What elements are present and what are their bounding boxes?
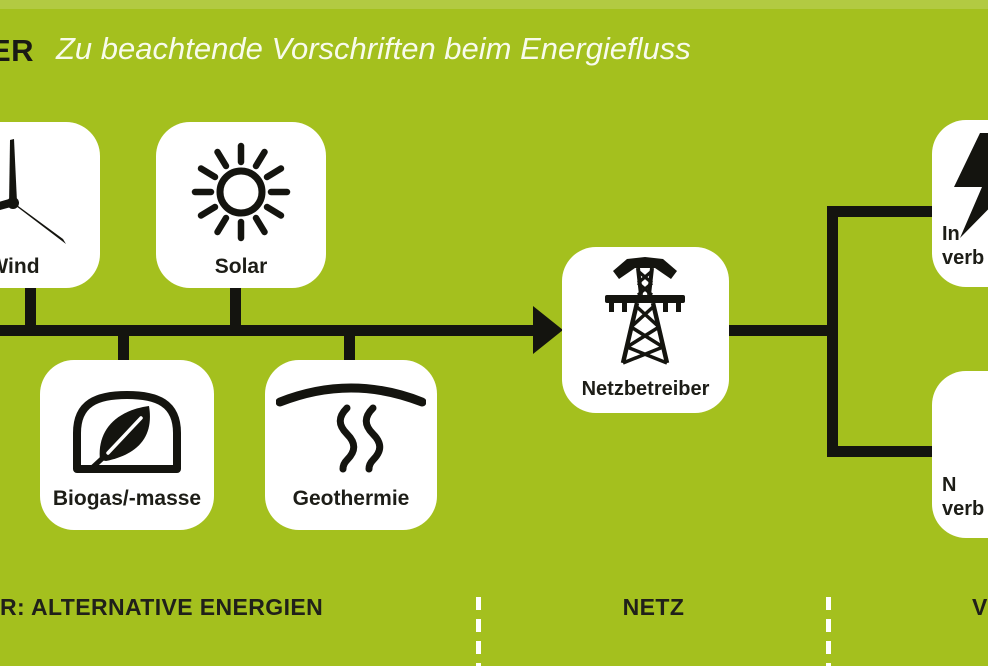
wind-turbine-icon <box>0 139 66 244</box>
top-highlight-band <box>0 0 988 9</box>
brand-fragment: ER <box>0 33 35 68</box>
node-netzbetreiber: Netzbetreiber <box>562 247 729 413</box>
branch-bottom-line <box>827 446 934 457</box>
geothermie-connector <box>344 334 355 362</box>
power-pylon-icon <box>605 257 685 365</box>
bus-line <box>0 325 535 336</box>
wind-connector <box>25 286 36 326</box>
node-label: Netzbetreiber <box>581 378 710 400</box>
grid-output-line <box>728 325 829 336</box>
node-label: Biogas/-masse <box>52 487 202 510</box>
diagram-title: Zu beachtende Vorschriften beim Energief… <box>56 31 691 66</box>
sun-icon <box>191 142 291 242</box>
section-divider-left <box>476 597 481 666</box>
node-label: Solar <box>214 255 268 278</box>
geothermal-heat-icon <box>276 383 426 473</box>
label-line-2: verb <box>942 498 985 520</box>
section-label-producers: R: ALTERNATIVE ENERGIEN <box>0 594 324 620</box>
label-line-1: In <box>942 223 960 245</box>
node-label: In verb <box>942 222 984 270</box>
biogas-connector <box>118 334 129 362</box>
section-label-consumers: VE <box>972 594 988 620</box>
node-wind: Wind <box>0 122 100 288</box>
lightning-bolt-icon <box>954 133 988 238</box>
biogas-dome-leaf-icon <box>73 391 181 473</box>
solar-connector <box>230 286 241 326</box>
flow-arrow-icon <box>533 306 563 354</box>
label-line-1: N <box>942 474 957 496</box>
node-solar: Solar <box>156 122 326 288</box>
node-biogas: Biogas/-masse <box>40 360 214 530</box>
label-line-2: verb <box>942 247 985 269</box>
node-consumer-household: N verb <box>932 371 988 538</box>
branch-top-line <box>827 206 934 217</box>
node-label: Geothermie <box>292 487 410 510</box>
node-label: Wind <box>0 255 40 278</box>
branch-vertical-line <box>827 206 838 457</box>
node-consumer-industrial: In verb <box>932 120 988 287</box>
section-divider-right <box>826 597 831 666</box>
node-label: N verb <box>942 473 984 521</box>
section-label-grid: NETZ <box>622 594 685 620</box>
node-geothermie: Geothermie <box>265 360 437 530</box>
